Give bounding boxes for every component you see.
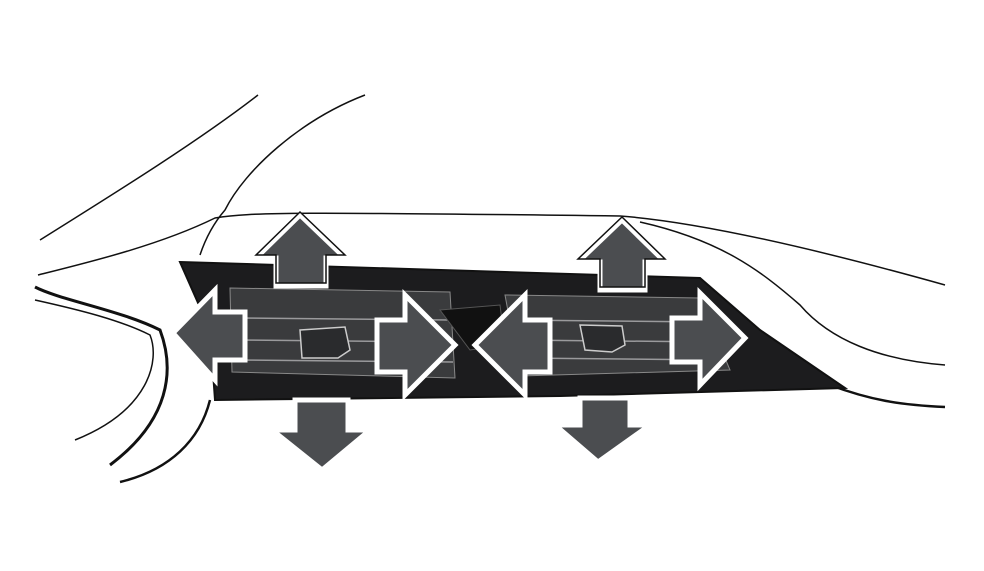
- right-vent-down-arrow: [548, 395, 658, 466]
- right-vent-up-arrow: [571, 216, 672, 293]
- right-vent-outer-right-arrow: [669, 286, 749, 392]
- left-vent-inner-right-arrow: [374, 288, 459, 402]
- left-vent-adjust-tab[interactable]: [299, 326, 351, 359]
- left-vent-up-arrow: [249, 211, 352, 289]
- right-vent-inner-left-arrow: [471, 288, 553, 402]
- left-vent-outer-left-arrow: [169, 283, 248, 387]
- right-vent-adjust-tab[interactable]: [579, 324, 626, 353]
- left-vent-down-arrow: [264, 397, 377, 474]
- vent-housing: [178, 260, 849, 402]
- direction-arrows: [169, 211, 749, 474]
- dashboard-outline: [34, 94, 946, 484]
